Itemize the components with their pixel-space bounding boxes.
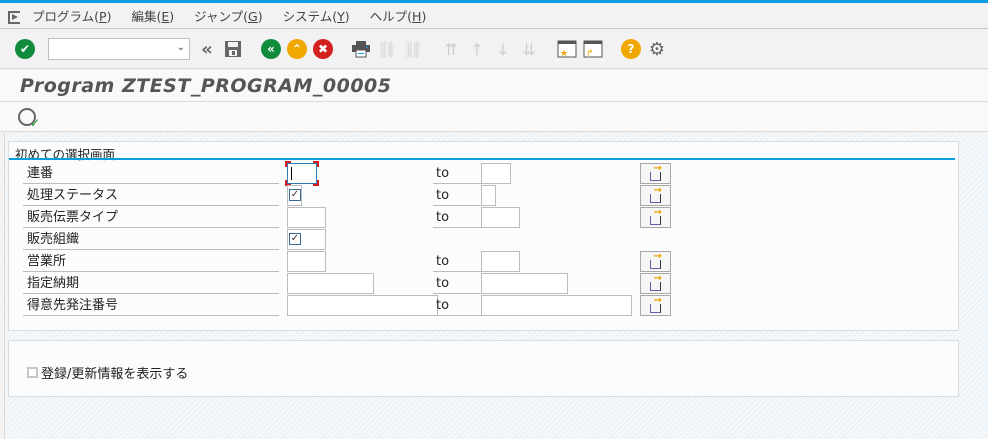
first-page-icon[interactable]: ⇈ [444,39,458,59]
help-button[interactable]: ? [620,38,642,60]
processing-status-checkbox[interactable]: ✓ [289,189,301,201]
save-button[interactable] [222,38,244,60]
chevron-down-icon[interactable]: ⌄ [176,42,185,53]
processing-status-high-input[interactable] [481,185,496,206]
menu-system[interactable]: システム(Y) [282,9,350,24]
to-label: to [433,207,481,228]
multiple-selection-button[interactable] [640,273,671,294]
execute-icon[interactable] [18,107,40,130]
collapse-command-icon[interactable]: « [201,38,213,60]
title-bar: Program ZTEST_PROGRAM_00005 [0,70,988,102]
enter-icon: ✔ [15,39,35,59]
field-label: 連番 [23,163,279,184]
multiple-selection-icon [649,163,662,181]
shortcut-button[interactable]: ↱ [582,38,604,60]
print-icon [352,41,370,58]
selection-block: 初めての選択画面 連番 to 処理ステータス ✓ to [8,141,959,331]
menu-program[interactable]: プログラム(P) [32,9,112,24]
prev-page-icon[interactable]: ↑ [470,39,484,59]
new-session-button[interactable]: ★ [556,38,578,60]
serial-number-low-input[interactable] [287,163,317,184]
serial-number-high-input[interactable] [481,163,511,184]
svg-text:↱: ↱ [586,49,594,58]
multiple-selection-button[interactable] [640,295,671,316]
new-session-icon: ★ [557,40,577,58]
menu-bar: プログラム(P) 編集(E) ジャンプ(G) システム(Y) ヘルプ(H) [0,3,988,29]
sales-doc-type-low-input[interactable] [287,207,326,228]
sales-office-high-input[interactable] [481,251,520,272]
menu-goto[interactable]: ジャンプ(G) [194,9,263,24]
system-menu-icon[interactable] [8,10,20,24]
multiple-selection-icon [649,207,662,225]
page-title: Program ZTEST_PROGRAM_00005 [20,74,392,97]
multiple-selection-button[interactable] [640,207,671,228]
top-accent-bar [0,0,988,3]
to-label: to [433,295,481,316]
menu-help[interactable]: ヘルプ(H) [369,9,427,24]
sales-org-checkbox-cell: ✓ [287,229,326,250]
exit-icon: ⌃ [287,39,307,59]
multiple-selection-button[interactable] [640,251,671,272]
cancel-icon: ✖ [313,39,333,59]
field-label: 得意先発注番号 [23,295,279,316]
print-button[interactable] [350,38,372,60]
cancel-button[interactable]: ✖ [312,38,334,60]
multiple-selection-icon [649,251,662,269]
field-label: 販売伝票タイプ [23,207,279,228]
find-icon[interactable]: ⛓ [376,39,398,59]
field-label: 営業所 [23,251,279,272]
back-icon: « [261,39,281,59]
customer-po-high-input[interactable] [481,295,632,316]
multiple-selection-icon [649,185,662,203]
selection-screen: 初めての選択画面 連番 to 処理ステータス ✓ to [4,133,988,439]
row-sales-office: 営業所 to [23,251,683,273]
block-divider [9,158,955,160]
svg-text:★: ★ [560,49,568,58]
sales-org-checkbox[interactable]: ✓ [289,233,301,245]
to-label: to [433,185,481,206]
to-label: to [433,273,481,294]
processing-status-low-checkbox-cell: ✓ [287,185,302,206]
exit-button[interactable]: ⌃ [286,38,308,60]
row-serial-number: 連番 to [23,161,683,186]
application-toolbar [0,102,988,132]
next-page-icon[interactable]: ↓ [496,39,510,59]
row-sales-org: 販売組織 ✓ [23,229,683,251]
enter-button[interactable]: ✔ [14,38,36,60]
row-sales-doc-type: 販売伝票タイプ to [23,207,683,229]
command-field[interactable]: ⌄ [48,38,190,60]
multiple-selection-button[interactable] [640,185,671,206]
delivery-date-high-input[interactable] [481,273,568,294]
standard-toolbar: ✔ ⌄ « « ⌃ ✖ ⛓ ⛓ ⇈ ↑ ↓ ⇊ ★ ↱ ? ⚙ [0,30,988,69]
show-info-label: 登録/更新情報を表示する [41,367,189,382]
row-requested-delivery-date: 指定納期 to [23,273,683,295]
menu-edit[interactable]: 編集(E) [131,9,175,24]
delivery-date-low-input[interactable] [287,273,374,294]
save-icon [225,41,241,57]
field-label: 販売組織 [23,229,279,250]
last-page-icon[interactable]: ⇊ [522,39,536,59]
field-label: 指定納期 [23,273,279,294]
multiple-selection-button[interactable] [640,163,671,184]
options-block: 登録/更新情報を表示する [8,340,959,397]
help-icon: ? [621,39,641,59]
field-label: 処理ステータス [23,185,279,206]
find-next-icon[interactable]: ⛓ [402,39,424,59]
multiple-selection-icon [649,273,662,291]
row-customer-po-number: 得意先発注番号 to [23,295,683,317]
to-label: to [433,251,481,272]
sales-doc-type-high-input[interactable] [481,207,520,228]
row-processing-status: 処理ステータス ✓ to [23,185,683,207]
settings-icon[interactable]: ⚙ [648,38,666,60]
block-title: 初めての選択画面 [15,147,116,162]
multiple-selection-icon [649,295,662,313]
customer-po-low-input[interactable] [287,295,438,316]
to-label: to [433,163,481,184]
sales-office-low-input[interactable] [287,251,326,272]
back-button[interactable]: « [260,38,282,60]
show-info-checkbox[interactable] [27,367,38,378]
shortcut-icon: ↱ [583,40,603,58]
